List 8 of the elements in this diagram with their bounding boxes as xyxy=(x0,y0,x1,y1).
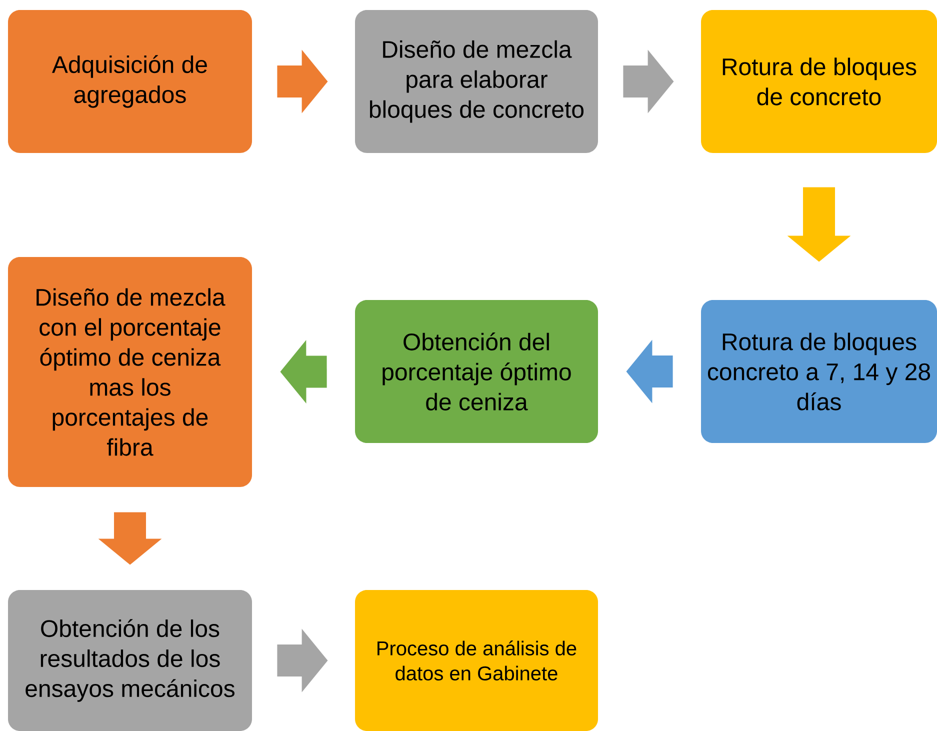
process-box: Rotura de bloques de concreto xyxy=(701,10,937,153)
process-box: Rotura de bloques concreto a 7, 14 y 28 días xyxy=(701,300,937,443)
process-box: Adquisición de agregados xyxy=(8,10,252,153)
process-box: Diseño de mezcla para elaborar bloques de concreto xyxy=(355,10,598,153)
process-box: Proceso de análisis de datos en Gabinete xyxy=(355,590,598,731)
process-box: Obtención de los resultados de los ensayos mecánicos xyxy=(8,590,252,731)
process-box: Diseño de mezcla con el porcentaje óptimo de ceniza mas los porcentajes de fibra xyxy=(8,257,252,487)
process-box: Obtención del porcentaje óptimo de ceniza xyxy=(355,300,598,443)
